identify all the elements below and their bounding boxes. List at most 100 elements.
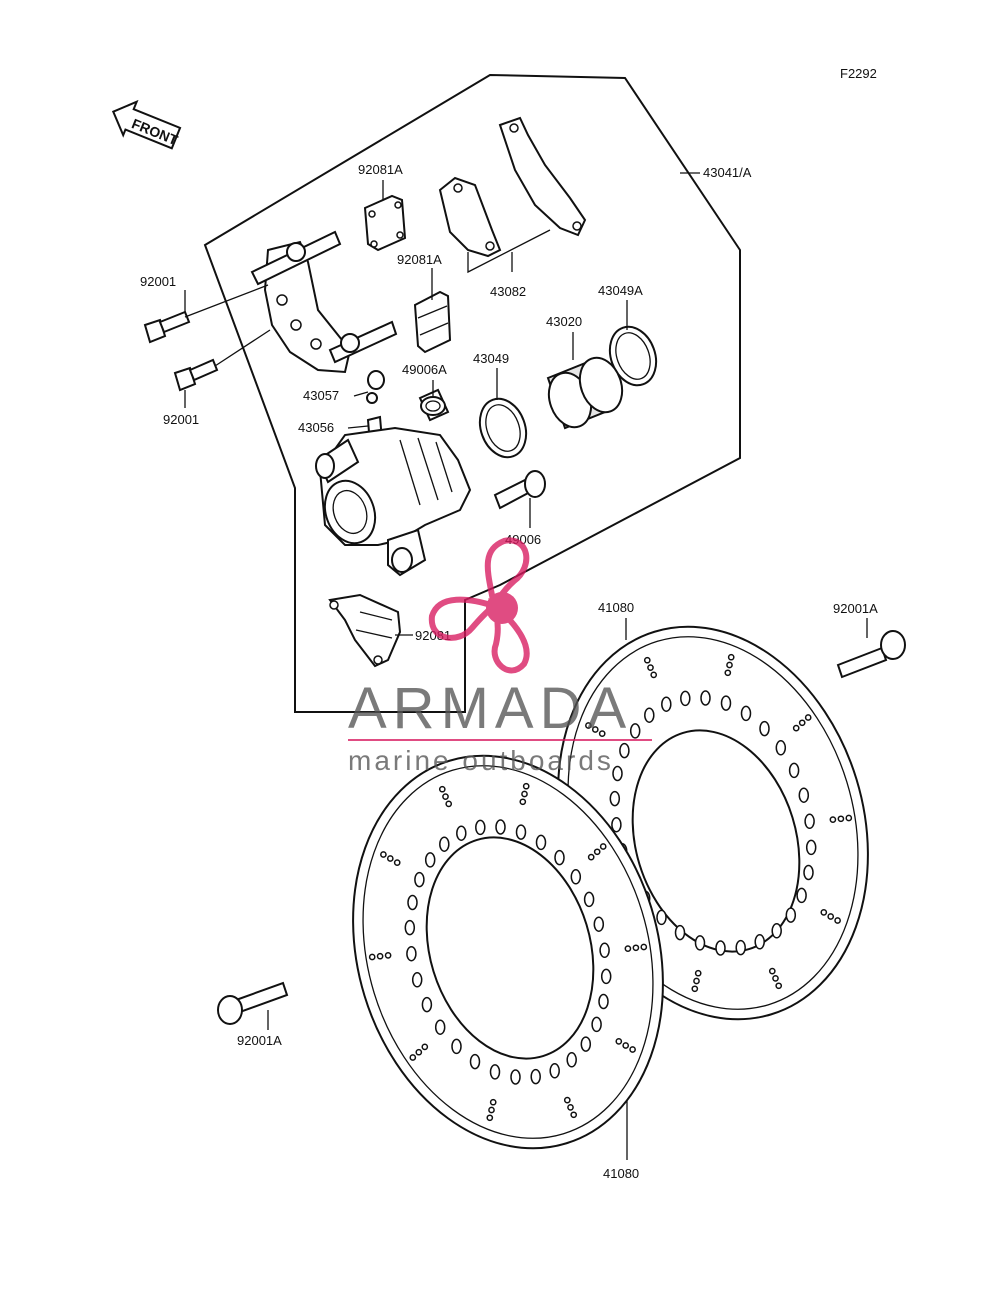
disc-hole-small	[421, 1043, 429, 1051]
disc-hole-small	[519, 798, 527, 806]
label-43020: 43020	[546, 314, 582, 329]
disc-hole-small	[570, 1111, 578, 1119]
disc-hole	[515, 824, 527, 840]
disc-hole	[804, 813, 815, 830]
disc-hole	[495, 819, 506, 835]
disc-hole	[549, 1063, 560, 1079]
disc-hole-small	[438, 785, 446, 793]
disc-hole-small	[829, 816, 837, 823]
disc-hole-small	[445, 800, 453, 808]
bleed-cap-43057	[366, 370, 385, 404]
disc-hole	[535, 834, 547, 851]
disc-hole-small	[772, 975, 779, 982]
disc-hole-small	[727, 653, 735, 661]
pin-49006	[493, 470, 546, 510]
disc-hole	[598, 993, 609, 1010]
disc-hole-small	[585, 722, 592, 729]
caliper-body	[315, 426, 472, 577]
disc-hole-small	[726, 661, 733, 669]
disc-hole-small	[521, 790, 528, 798]
disc-hole	[600, 968, 612, 985]
disc-hole-small	[647, 664, 654, 671]
label-41080-top: 41080	[598, 600, 634, 615]
disc-hole	[554, 849, 565, 866]
disc-hole	[661, 696, 672, 712]
caliper-bracket	[250, 230, 398, 374]
disc-hole	[593, 916, 605, 932]
label-43056: 43056	[298, 420, 334, 435]
bolt-92001a-lower-left	[217, 981, 289, 1025]
figure-code: F2292	[840, 66, 877, 81]
disc-hole-small	[522, 782, 530, 790]
front-arrow-icon: FRONT	[111, 99, 182, 150]
disc-hole-small	[393, 859, 401, 866]
label-43049a: 43049A	[598, 283, 643, 298]
watermark: ARMADA marine outboards	[348, 537, 652, 776]
disc-hole	[456, 825, 467, 841]
pad-spring-92081a-mid	[413, 290, 452, 354]
disc-hole-small	[798, 719, 806, 727]
disc-hole-small	[624, 945, 632, 952]
disc-hole-small	[376, 952, 384, 960]
disc-hole	[694, 935, 706, 951]
seal-43049a	[608, 325, 658, 387]
piston-43020	[546, 356, 624, 430]
disc-hole-small	[587, 853, 595, 861]
disc-hole-small	[632, 944, 640, 952]
disc-hole-small	[488, 1106, 495, 1114]
disc-hole-small	[563, 1096, 571, 1104]
pad-spring-92081-bottom	[328, 593, 402, 668]
disc-hole-small	[827, 913, 835, 920]
disc-hole	[439, 836, 450, 852]
brake-pad-right	[498, 116, 587, 237]
caliper-assembly-outline	[203, 73, 741, 713]
pad-spring-92081a-top	[363, 194, 407, 252]
disc-hole-small	[442, 793, 449, 800]
disc-hole-small	[386, 855, 394, 862]
bolt-92001-top	[143, 284, 269, 344]
disc-hole	[434, 1019, 446, 1035]
disc-hole	[406, 945, 417, 962]
label-92081a-top: 92081A	[358, 162, 403, 177]
disc-hole	[424, 852, 436, 868]
disc-hole-small	[837, 815, 845, 823]
disc-hole-small	[640, 943, 648, 951]
disc-hole-small	[380, 851, 387, 858]
disc-hole-small	[693, 977, 700, 985]
disc-hole	[404, 919, 416, 936]
disc-hole	[644, 707, 655, 723]
disc-hole	[510, 1069, 521, 1085]
watermark-tagline: marine outboards	[348, 745, 614, 776]
disc-hole	[771, 923, 782, 939]
brake-disc-bottom	[352, 754, 664, 1150]
disc-hole	[414, 871, 425, 888]
propeller-logo-icon	[428, 537, 530, 674]
disc-hole-small	[792, 724, 800, 732]
disc-hole	[788, 762, 800, 779]
label-92001-bottom: 92001	[163, 412, 199, 427]
bolt-92001a-right	[836, 630, 906, 679]
disc-hole-small	[650, 671, 658, 679]
disc-hole	[798, 787, 810, 803]
label-43082: 43082	[490, 284, 526, 299]
disc-hole	[715, 940, 726, 956]
disc-hole-small	[489, 1098, 497, 1106]
disc-hole	[469, 1053, 481, 1070]
disc-hole	[754, 934, 765, 950]
watermark-brand: ARMADA	[348, 676, 632, 741]
disc-hole	[735, 939, 746, 956]
disc-hole	[803, 864, 814, 881]
disc-hole	[411, 972, 423, 988]
disc-hole-small	[486, 1114, 494, 1122]
disc-hole	[451, 1038, 462, 1055]
disc-hole	[680, 690, 691, 707]
disc-hole	[599, 942, 610, 959]
disc-hole-small	[691, 985, 699, 993]
disc-hole	[759, 720, 770, 737]
disc-hole	[475, 819, 486, 836]
label-41080-bottom: 41080	[603, 1166, 639, 1181]
disc-hole	[611, 816, 622, 833]
disc-hole	[570, 869, 582, 885]
disc-hole-small	[629, 1046, 636, 1053]
